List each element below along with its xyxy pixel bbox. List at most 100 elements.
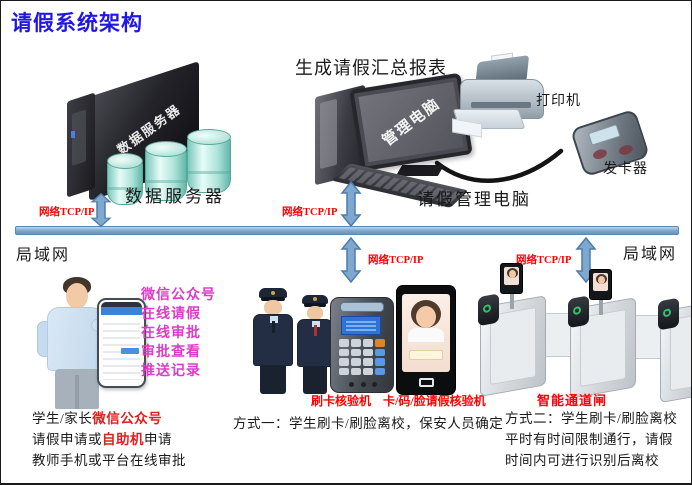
feature-item: 审批查看 (141, 343, 201, 359)
monitor-stand (395, 165, 445, 176)
guard-female (295, 295, 337, 394)
keypad-key (339, 348, 349, 356)
page-title: 请假系统架构 (11, 12, 143, 35)
network-arrow-icon (340, 181, 362, 227)
feature-item: 在线请假 (141, 305, 201, 321)
app-header-bar (101, 307, 142, 315)
gate-cabinet (568, 295, 636, 399)
keypad-key (339, 339, 349, 347)
card-reader-illustration (330, 297, 394, 393)
database-cylinder-icon (107, 153, 143, 205)
green-indicator-icon (573, 305, 581, 316)
face-terminal-label: 卡/码/脸请假核验机 (383, 394, 486, 408)
checkpoint-device-labels: 刷卡核验机卡/码/脸请假核验机 (311, 392, 498, 409)
keypad-key (363, 358, 373, 366)
data-server-illustration: 数据服务器 (59, 61, 231, 205)
network-arrow-icon (340, 237, 362, 283)
caption-line: 请假申请或自助机申请 (32, 429, 186, 450)
card-reader-dots (349, 382, 377, 387)
tcp-ip-label-computer: 网络TCP/IP (282, 207, 338, 218)
gate-face-screen (500, 263, 523, 294)
gate-label: 智能通道闸 (537, 393, 608, 408)
person-pants (55, 369, 99, 409)
keypad-key (351, 348, 361, 356)
guard-cap (259, 288, 287, 298)
gate-screen-pole (510, 289, 514, 309)
keypad-key (351, 358, 361, 366)
keypad-key (339, 358, 349, 366)
caption-line: 时间内可进行识别后离校 (505, 453, 659, 468)
lan-label-left: 局域网 (16, 247, 71, 264)
gate-reader-module (568, 295, 589, 329)
wechat-caption: 学生/家长微信公众号 请假申请或自助机申请 教师手机或平台在线审批 (32, 408, 186, 471)
management-computer-illustration: 管理电脑 (303, 72, 473, 208)
card-issuer-label: 发卡器 (603, 162, 648, 177)
gate-face-screen (589, 269, 612, 300)
screen-id-card (409, 350, 443, 360)
report-label: 生成请假汇总报表 (295, 58, 447, 78)
server-led (71, 131, 75, 138)
keypad-key (363, 367, 373, 375)
computer-caption: 请假管理电脑 (417, 190, 531, 209)
guard-tie (272, 321, 275, 333)
guard-male (251, 288, 295, 394)
gate-screen-head (598, 276, 605, 284)
printer-slot (471, 102, 531, 108)
keypad-key (363, 339, 373, 347)
caption-highlight: 自助机 (102, 432, 144, 447)
cap-badge (271, 291, 275, 295)
keypad-key (351, 367, 361, 375)
face-terminal-logo (419, 378, 434, 387)
guard-shirt (270, 316, 278, 323)
keypad-key (351, 339, 361, 347)
caption-line: 教师手机或平台在线审批 (32, 453, 186, 468)
green-indicator-icon (483, 303, 491, 314)
feature-item: 微信公众号 (141, 286, 216, 302)
face-terminal-illustration (396, 285, 456, 395)
keypad-key (363, 348, 373, 356)
guard-tie (314, 325, 317, 336)
card-reader-slot (340, 302, 384, 312)
caption-line: 平时有时间限制通行，请假 (505, 432, 673, 447)
guard-cap (302, 295, 328, 304)
printer-illustration (452, 52, 556, 147)
gate-reader-module (658, 297, 679, 331)
student-parent-illustration (23, 277, 141, 411)
database-cylinder-icon (145, 141, 187, 201)
app-submit-button (121, 348, 139, 354)
card-issuer-button (617, 143, 634, 157)
network-arrow-icon (90, 193, 112, 227)
keypad-key (375, 339, 385, 347)
feature-item: 在线审批 (141, 324, 201, 340)
cap-badge (313, 297, 317, 301)
gate-screen-head (509, 270, 516, 278)
green-indicator-icon (663, 308, 671, 318)
card-reader-keypad (339, 339, 385, 375)
caption-text: 申请 (144, 432, 172, 447)
checkpoint-caption: 方式一：学生刷卡/刷脸离校，保安人员确定 (233, 416, 504, 431)
feature-item: 推送记录 (141, 362, 201, 378)
cap-visor (304, 303, 326, 307)
screen-person-face (416, 306, 436, 328)
keypad-key (375, 348, 385, 356)
caption-text: 学生/家长 (32, 411, 93, 426)
gate-screen-face (593, 273, 608, 291)
gate-screen-pole (599, 295, 603, 315)
gate-caption: 方式二：学生刷卡/刷脸离校 平时有时间限制通行，请假 时间内可进行识别后离校 (505, 408, 677, 471)
database-cylinder-icon (187, 129, 231, 193)
card-issuer-screen (587, 124, 621, 146)
guard-shirt (312, 321, 320, 327)
turnstile-gate-illustration (478, 263, 691, 404)
wechat-feature-list: 微信公众号 在线请假 在线审批 审批查看 推送记录 (141, 285, 251, 380)
printer-label: 打印机 (536, 94, 581, 109)
tcp-ip-label-server: 网络TCP/IP (39, 207, 95, 218)
keypad-key (375, 358, 385, 366)
caption-line: 方式二：学生刷卡/刷脸离校 (505, 411, 678, 426)
lan-label-right: 局域网 (623, 246, 678, 263)
keypad-key (375, 367, 385, 375)
gate-cabinet (658, 297, 691, 404)
caption-highlight: 微信公众号 (92, 411, 163, 426)
guard-pants (303, 367, 327, 394)
server-front-panel (67, 92, 95, 198)
